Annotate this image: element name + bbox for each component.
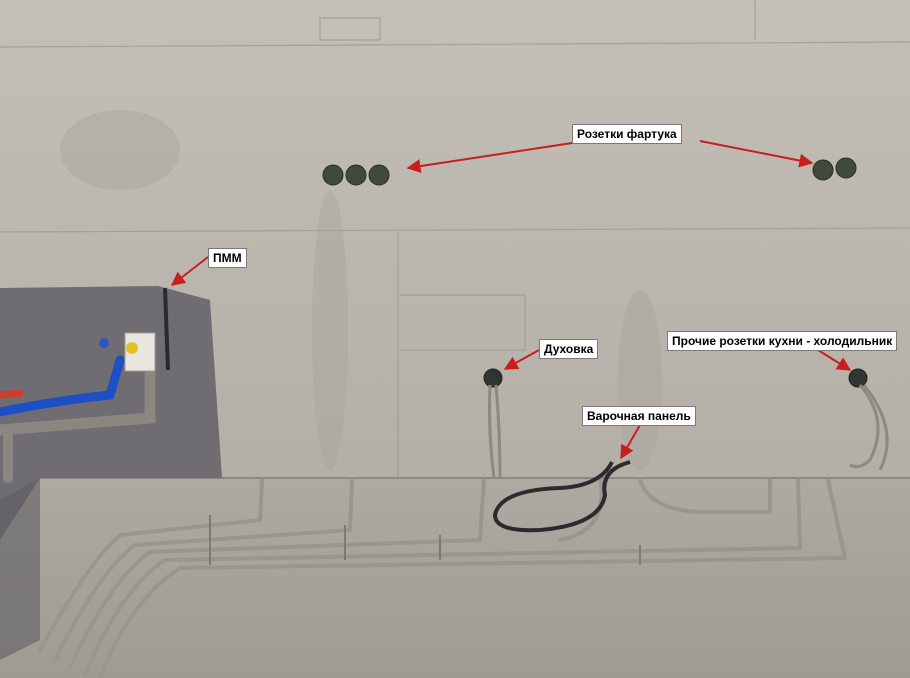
label-dishwasher: ПММ (208, 248, 247, 268)
arrow-fridge (817, 349, 852, 371)
hanging-cables (488, 384, 889, 479)
fridge-socket-box (848, 368, 868, 388)
label-apron-sockets: Розетки фартука (572, 124, 682, 144)
apron-socket-boxes-left (322, 164, 390, 186)
label-hob: Варочная панель (582, 406, 696, 426)
oven-socket-box (483, 368, 503, 388)
concrete-floor (0, 478, 910, 678)
annotation-arrows (170, 140, 852, 460)
apron-socket-boxes-right (812, 157, 857, 181)
label-other-sockets: Прочие розетки кухни - холодильник (667, 331, 898, 351)
arrow-hob (620, 424, 641, 460)
label-oven: Духовка (539, 339, 599, 359)
conduit-clips (209, 515, 641, 565)
wall-seams (0, 0, 910, 480)
arrow-dishwasher (170, 256, 209, 286)
arrow-apron-right (699, 140, 814, 168)
arrow-oven (503, 349, 540, 370)
arrow-apron-left (406, 142, 573, 174)
water-pipes (0, 355, 156, 483)
floor-conduits (38, 476, 848, 678)
hob-cable (492, 460, 631, 533)
